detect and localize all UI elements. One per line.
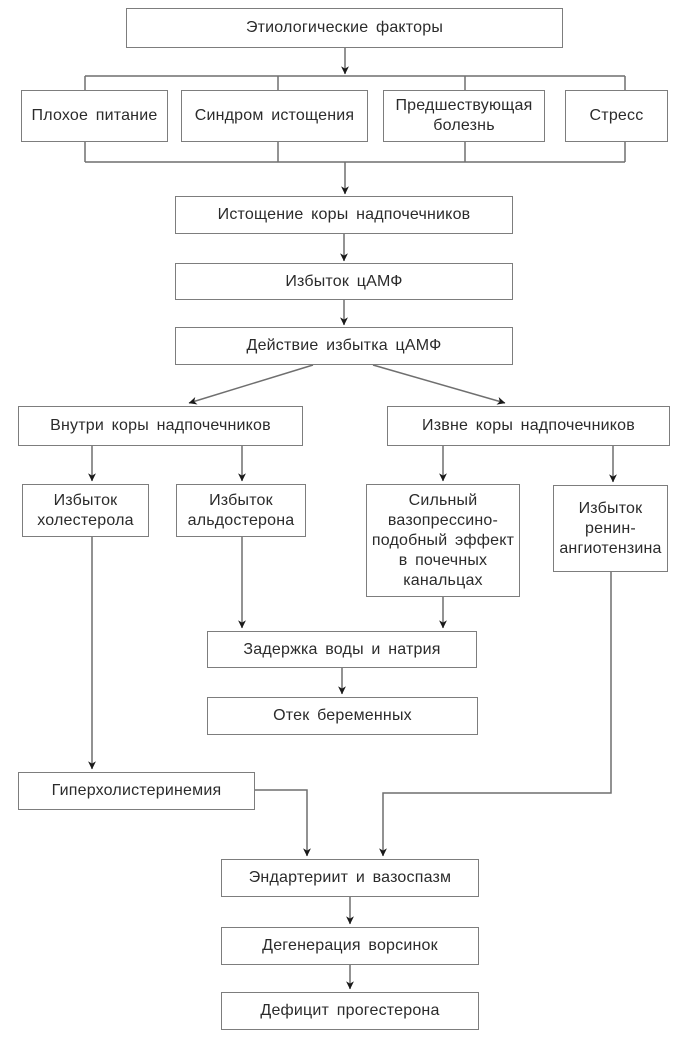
node-camp-excess: Избыток цАМФ	[175, 263, 513, 300]
node-inside-adrenal-cortex: Внутри коры надпочечников	[18, 406, 303, 446]
node-pregnancy-edema: Отек беременных	[207, 697, 478, 735]
node-outside-adrenal-cortex: Извне коры надпочечников	[387, 406, 670, 446]
node-camp-excess-action: Действие избытка цАМФ	[175, 327, 513, 365]
node-endarteritis-vasospasm: Эндартериит и вазоспазм	[221, 859, 479, 897]
node-preceding-illness: Предшествующая болезнь	[383, 90, 545, 142]
node-cholesterol-excess: Избыток холестерола	[22, 484, 149, 537]
node-water-sodium-retention: Задержка воды и натрия	[207, 631, 477, 668]
node-villi-degeneration: Дегенерация ворсинок	[221, 927, 479, 965]
node-aldosterone-excess: Избыток альдостерона	[176, 484, 306, 537]
node-adrenal-cortex-depletion: Истощение коры надпочечников	[175, 196, 513, 234]
node-renin-angiotensin-excess: Избыток ренин- ангиотензина	[553, 485, 668, 572]
node-hypercholesterinemia: Гиперхолистеринемия	[18, 772, 255, 810]
node-poor-nutrition: Плохое питание	[21, 90, 168, 142]
node-stress: Стресс	[565, 90, 668, 142]
node-exhaustion-syndrome: Синдром истощения	[181, 90, 368, 142]
node-progesterone-deficit: Дефицит прогестерона	[221, 992, 479, 1030]
node-etiological-factors: Этиологические факторы	[126, 8, 563, 48]
node-vasopressin-like-effect: Сильный вазопрессино- подобный эффект в …	[366, 484, 520, 597]
